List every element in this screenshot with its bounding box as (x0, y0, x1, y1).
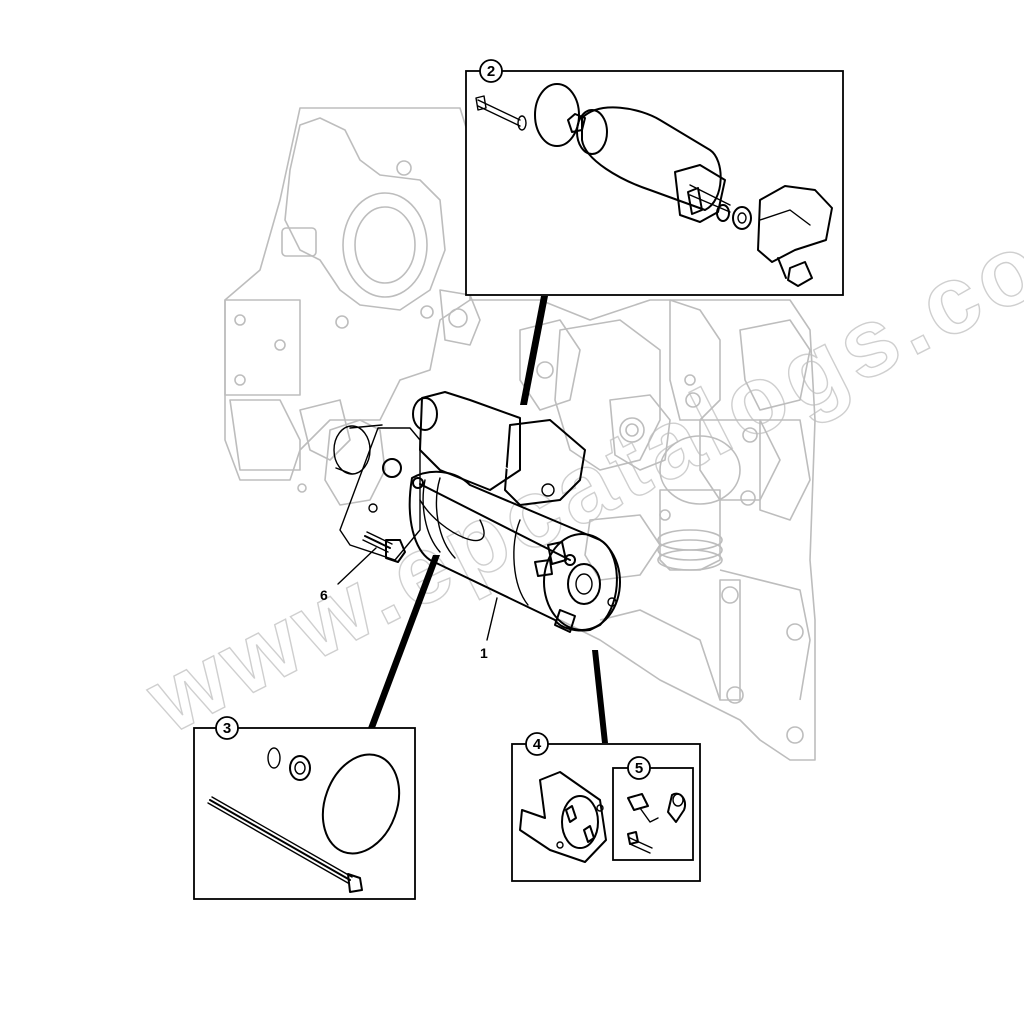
bolt-6 (362, 531, 406, 563)
leader-part-1 (486, 597, 498, 641)
engine-block-outline (224, 107, 816, 761)
leader-lines (337, 296, 608, 743)
callout-badge-4: 4 (525, 732, 549, 756)
detail-box-2-frame (465, 70, 844, 296)
mounting-bracket (519, 771, 607, 863)
leader-to-box-3 (368, 555, 440, 728)
callout-3: 3 (223, 720, 231, 737)
detail-box-5-frame (612, 767, 694, 861)
solenoid-assembly (412, 391, 586, 506)
callout-badge-2: 2 (479, 59, 503, 83)
box-3-parts (207, 747, 401, 893)
detail-box-2: 2 (465, 59, 844, 296)
box-5-parts (627, 792, 686, 854)
callout-2: 2 (487, 63, 495, 80)
callout-1: 1 (480, 645, 488, 661)
leader-part-6 (337, 547, 377, 585)
leader-to-box-2 (520, 296, 548, 405)
detail-box-3: 3 (193, 716, 416, 900)
callout-4: 4 (533, 736, 542, 753)
callout-badge-3: 3 (215, 716, 239, 740)
callout-6: 6 (320, 587, 328, 603)
detail-box-4: 4 5 (511, 732, 701, 882)
solenoid-exploded-parts (475, 83, 833, 287)
leader-to-box-4 (592, 650, 608, 743)
callout-5: 5 (635, 760, 643, 777)
callout-badge-5: 5 (627, 756, 651, 780)
